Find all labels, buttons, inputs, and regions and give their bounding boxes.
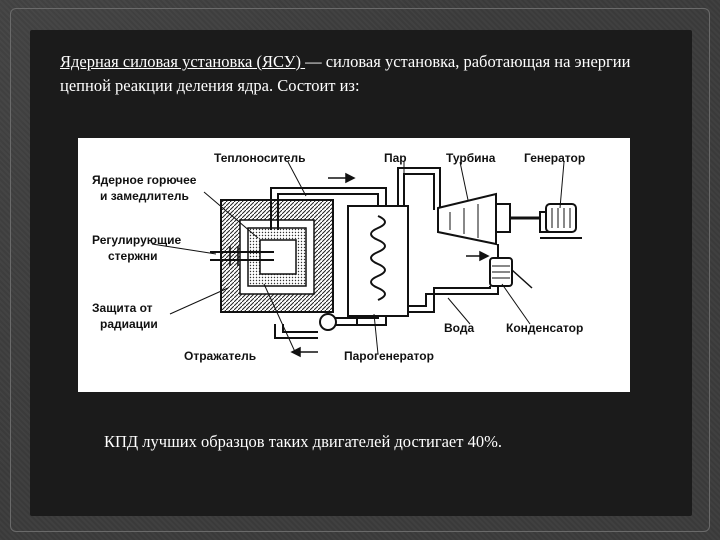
label-fuel-1: Ядерное горючее [92,173,197,187]
label-fuel-2: и замедлитель [100,189,189,203]
turbine [437,192,511,246]
diagram-svg: Теплоноситель Пар Турбина Генератор Ядер… [92,151,585,363]
reactor-core [259,239,297,275]
flow-arrows [290,172,490,358]
label-condenser: Конденсатор [506,321,583,335]
label-steam: Пар [384,151,407,165]
label-steam-generator: Парогенератор [344,349,434,363]
label-water: Вода [444,321,474,335]
lead-term: Ядерная силовая установка (ЯСУ) [60,52,306,71]
generator [539,203,582,239]
nuclear-plant-diagram: Теплоноситель Пар Турбина Генератор Ядер… [78,138,630,392]
lead-text: — силовая установка, работающая на энерг… [60,52,631,95]
efficiency-note: КПД лучших образцов таких двигателей дос… [104,432,502,451]
label-generator: Генератор [524,151,585,165]
label-rods-1: Регулирующие [92,233,181,247]
leader-lines [151,161,565,355]
water-return-pipe [408,286,499,313]
label-rods-2: стержни [108,249,158,263]
label-reflector: Отражатель [184,349,256,363]
control-rods [210,246,274,266]
label-shield-1: Защита от [92,301,153,315]
label-coolant: Теплоноситель [214,151,305,165]
label-shield-2: радиации [100,317,158,331]
label-turbine: Турбина [446,151,496,165]
slide-frame [10,8,710,532]
steam-generator [347,205,409,317]
lead-paragraph: Ядерная силовая установка (ЯСУ) — силова… [60,50,680,98]
condenser [489,244,533,289]
